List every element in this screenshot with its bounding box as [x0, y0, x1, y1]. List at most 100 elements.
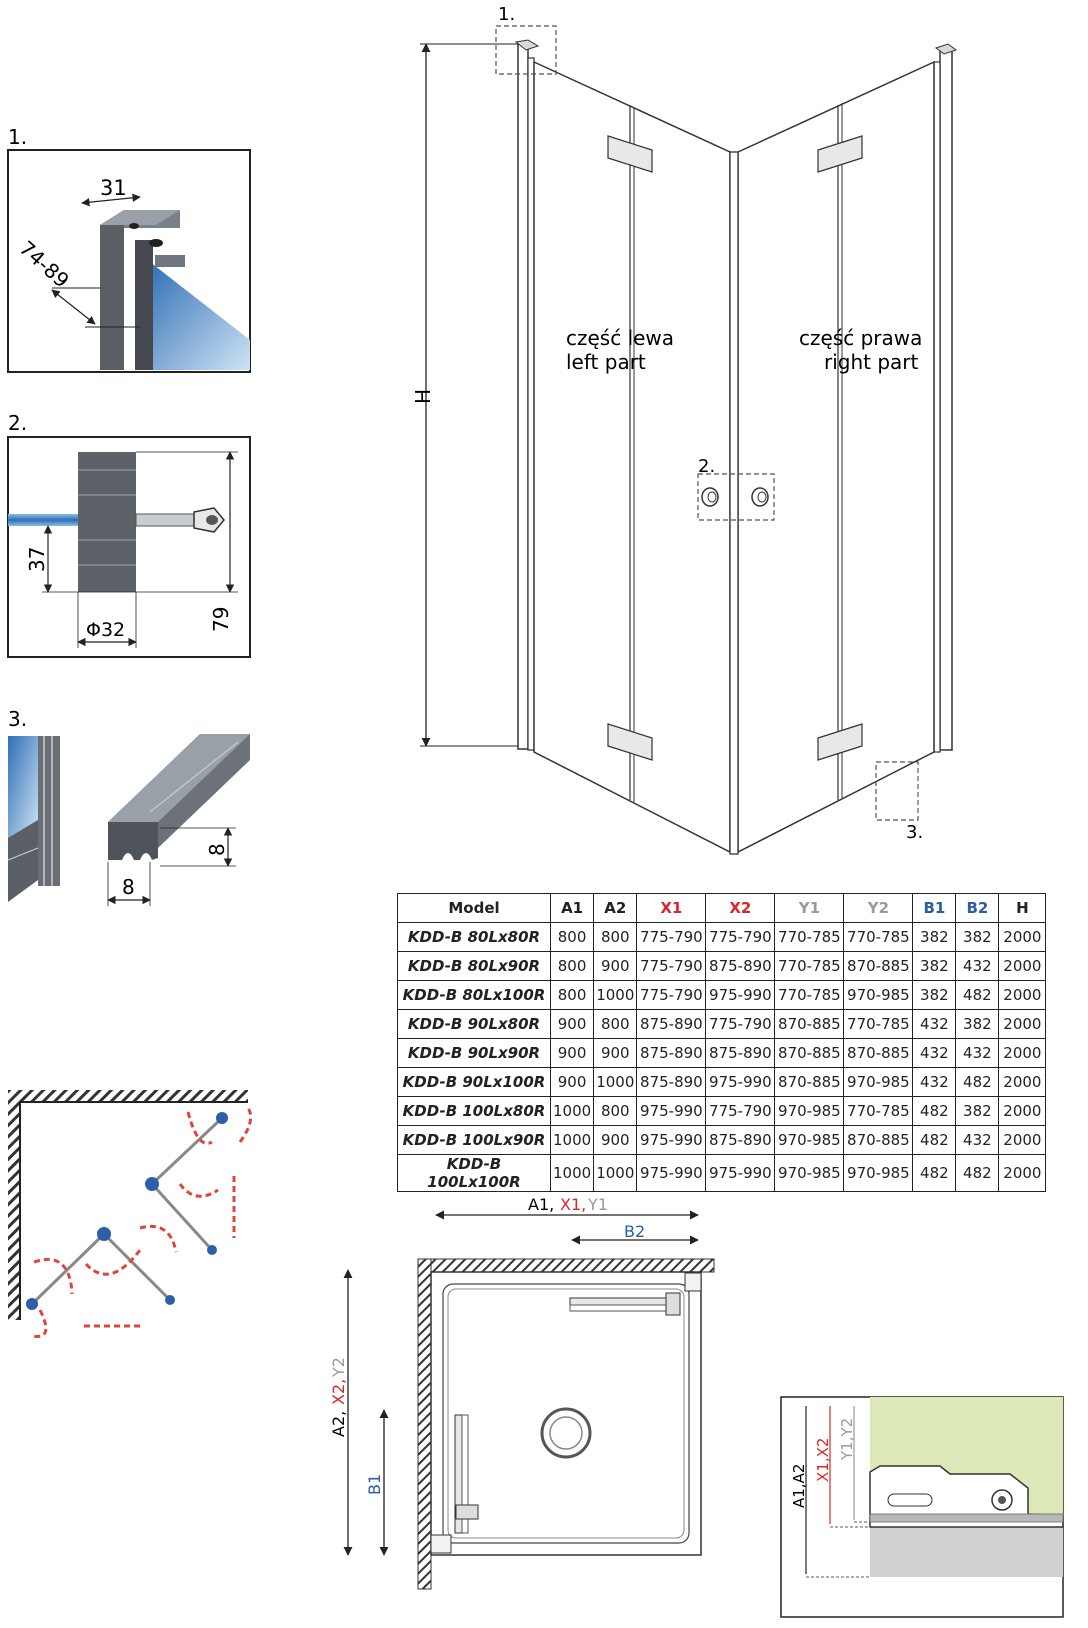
value-cell: 900 — [593, 1125, 638, 1155]
value-cell: 870-885 — [843, 1125, 914, 1155]
value-cell: 2000 — [998, 1038, 1047, 1068]
value-cell: 870-885 — [774, 1067, 845, 1097]
value-cell: 1000 — [593, 980, 638, 1010]
value-cell: 970-985 — [774, 1154, 845, 1192]
value-cell: 900 — [549, 1009, 595, 1039]
value-cell: 2000 — [998, 1096, 1047, 1126]
value-cell: 875-890 — [705, 1125, 776, 1155]
value-cell: 770-785 — [843, 1096, 914, 1126]
tray-section-drawing: A1,A2 X1,X2 Y1,Y2 — [780, 1396, 1064, 1618]
callout-2-label: 2. — [698, 456, 715, 477]
value-cell: 775-790 — [636, 980, 707, 1010]
value-cell: 875-890 — [636, 1067, 707, 1097]
value-cell: 775-790 — [705, 1009, 776, 1039]
dimension-table: Model A1 A2 X1 X2 Y1 Y2 B1 B2 H KDD-B 80… — [397, 893, 1047, 1192]
value-cell: 975-990 — [636, 1125, 707, 1155]
col-header-x1: X1 — [636, 893, 707, 923]
model-cell: KDD-B 90Lx100R — [397, 1067, 551, 1097]
value-cell: 975-990 — [705, 1067, 776, 1097]
value-cell: 975-990 — [705, 1154, 776, 1192]
value-cell: 775-790 — [636, 922, 707, 952]
value-cell: 770-785 — [843, 1009, 914, 1039]
col-header-y2: Y2 — [843, 893, 914, 923]
value-cell: 970-985 — [843, 1067, 914, 1097]
value-cell: 2000 — [998, 1154, 1047, 1192]
table-header-row: Model A1 A2 X1 X2 Y1 Y2 B1 B2 H — [397, 893, 1047, 923]
value-cell: 770-785 — [843, 922, 914, 952]
detail2-knob-drawing — [8, 452, 225, 592]
col-header-b1: B1 — [912, 893, 957, 923]
value-cell: 382 — [955, 922, 1000, 952]
left-part-label-en: left part — [566, 350, 646, 374]
col-header-h: H — [998, 893, 1047, 923]
value-cell: 870-885 — [843, 1038, 914, 1068]
plan-b2: B2 — [624, 1222, 645, 1241]
value-cell: 970-985 — [843, 980, 914, 1010]
plan-side-x2: X2, — [329, 1379, 348, 1405]
value-cell: 382 — [912, 980, 957, 1010]
left-part-label-pl: część lewa — [566, 326, 674, 350]
value-cell: 970-985 — [843, 1154, 914, 1192]
right-part-label-pl: część prawa — [799, 326, 922, 350]
right-part-label-en: right part — [824, 350, 919, 374]
detail2-diameter-dim: Φ32 — [86, 619, 125, 641]
detail3-glass-edge-drawing — [7, 736, 60, 902]
value-cell: 432 — [912, 1009, 957, 1039]
col-header-a2: A2 — [593, 893, 638, 923]
value-cell: 800 — [549, 951, 595, 981]
value-cell: 1000 — [593, 1154, 638, 1192]
value-cell: 770-785 — [774, 922, 845, 952]
value-cell: 870-885 — [843, 951, 914, 981]
model-cell: KDD-B 80Lx80R — [397, 922, 551, 952]
value-cell: 870-885 — [774, 1038, 845, 1068]
detail3-label: 3. — [8, 707, 27, 731]
value-cell: 900 — [593, 1038, 638, 1068]
tray-outlet-inner — [549, 1416, 583, 1450]
callout-1-label: 1. — [498, 4, 515, 25]
value-cell: 975-990 — [636, 1096, 707, 1126]
detail3-height-dim: 8 — [205, 843, 229, 856]
value-cell: 482 — [955, 980, 1000, 1010]
col-header-y1: Y1 — [774, 893, 845, 923]
value-cell: 2000 — [998, 951, 1047, 981]
section-y-label: Y1,Y2 — [838, 1418, 856, 1461]
col-header-b2: B2 — [955, 893, 1000, 923]
value-cell: 1000 — [549, 1154, 595, 1192]
section-a-label: A1,A2 — [790, 1464, 808, 1508]
detail1-width-dim: 31 — [100, 176, 127, 200]
value-cell: 970-985 — [774, 1125, 845, 1155]
model-cell: KDD-B 100Lx90R — [397, 1125, 551, 1155]
value-cell: 2000 — [998, 1125, 1047, 1155]
value-cell: 875-890 — [636, 1009, 707, 1039]
plan-b1: B1 — [365, 1474, 384, 1495]
value-cell: 875-890 — [705, 951, 776, 981]
detail3-width-dim: 8 — [122, 875, 135, 899]
value-cell: 2000 — [998, 1009, 1047, 1039]
cabin-elevation-drawing: 1. 2. 3. H część lewa left part część pr… — [411, 4, 958, 855]
model-cell: KDD-B 80Lx100R — [397, 980, 551, 1010]
value-cell: 432 — [955, 1038, 1000, 1068]
model-cell: KDD-B 90Lx90R — [397, 1038, 551, 1068]
detail2-height-lower-dim: 37 — [25, 547, 49, 572]
value-cell: 775-790 — [705, 1096, 776, 1126]
value-cell: 482 — [912, 1154, 957, 1192]
value-cell: 482 — [912, 1096, 957, 1126]
value-cell: 432 — [955, 951, 1000, 981]
value-cell: 1000 — [549, 1125, 595, 1155]
height-dim-label: H — [411, 389, 435, 404]
callout-3-label: 3. — [906, 822, 923, 843]
detail-panels: 1. 31 74-89 2. 37 79 Φ32 3. — [7, 125, 253, 1338]
value-cell: 875-890 — [705, 1038, 776, 1068]
value-cell: 2000 — [998, 980, 1047, 1010]
value-cell: 482 — [955, 1067, 1000, 1097]
value-cell: 1000 — [549, 1096, 595, 1126]
model-cell: KDD-B 100Lx100R — [397, 1154, 551, 1192]
value-cell: 482 — [955, 1154, 1000, 1192]
